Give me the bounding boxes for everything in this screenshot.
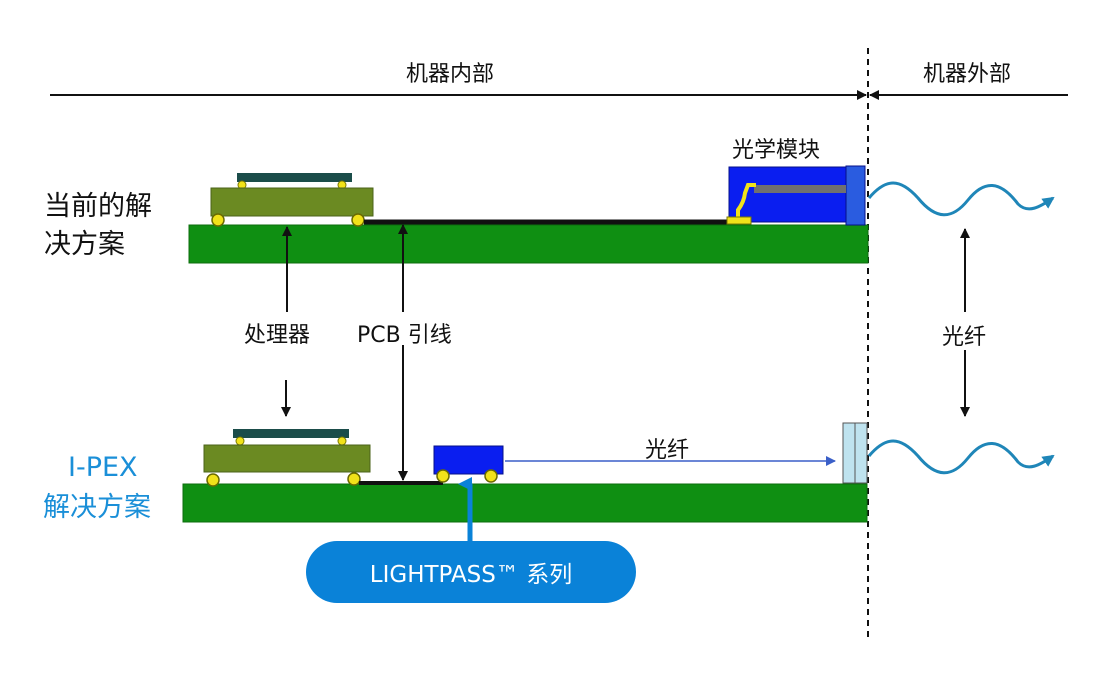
module-internal-waveguide	[754, 185, 846, 193]
fiber-wave-bottom	[867, 439, 1055, 475]
processor-chip-bottom	[203, 444, 371, 473]
lightpass-series-badge: LIGHTPASS™ 系列	[306, 541, 636, 603]
chip-solder-bottom-right	[347, 472, 361, 486]
outside-machine-label: 机器外部	[923, 62, 1012, 87]
lightpass-solder-right	[484, 469, 498, 483]
current-solution-label: 当前的解 决方案	[44, 191, 152, 260]
processor-label: 处理器	[244, 323, 311, 348]
ipex-solution-label: 解决方案	[43, 492, 151, 523]
fiber-label-bottom: 光纤	[645, 438, 690, 463]
edge-connector-left	[842, 422, 856, 484]
heatsink-solder-bottom-left	[235, 436, 245, 446]
pcb-board-top	[188, 224, 869, 264]
heatsink-top	[237, 173, 352, 182]
lightpass-solder-left	[436, 469, 450, 483]
optical-module-label: 光学模块	[732, 138, 821, 163]
inside-machine-label: 机器内部	[406, 62, 495, 87]
heatsink-solder-bottom-right	[337, 436, 347, 446]
edge-connector-right	[854, 422, 868, 484]
pcb-trace-label: PCB 引线	[357, 323, 452, 348]
chip-solder-top-right	[351, 213, 365, 227]
pcb-board-bottom	[182, 483, 868, 523]
module-yellow-lead	[736, 183, 756, 217]
fiber-label-right: 光纤	[942, 325, 987, 350]
optical-module	[728, 166, 848, 223]
lightpass-series-text: LIGHTPASS™ 系列	[369, 562, 573, 588]
chip-solder-bottom-left	[206, 473, 220, 487]
module-yellow-pad	[726, 216, 752, 225]
chip-solder-top-left	[211, 213, 225, 227]
optical-module-endcap	[845, 165, 866, 226]
fiber-wave-top	[867, 181, 1055, 217]
processor-chip-top	[210, 187, 374, 217]
heatsink-bottom	[233, 429, 349, 438]
ipex-brand-label: I-PEX	[68, 452, 138, 483]
